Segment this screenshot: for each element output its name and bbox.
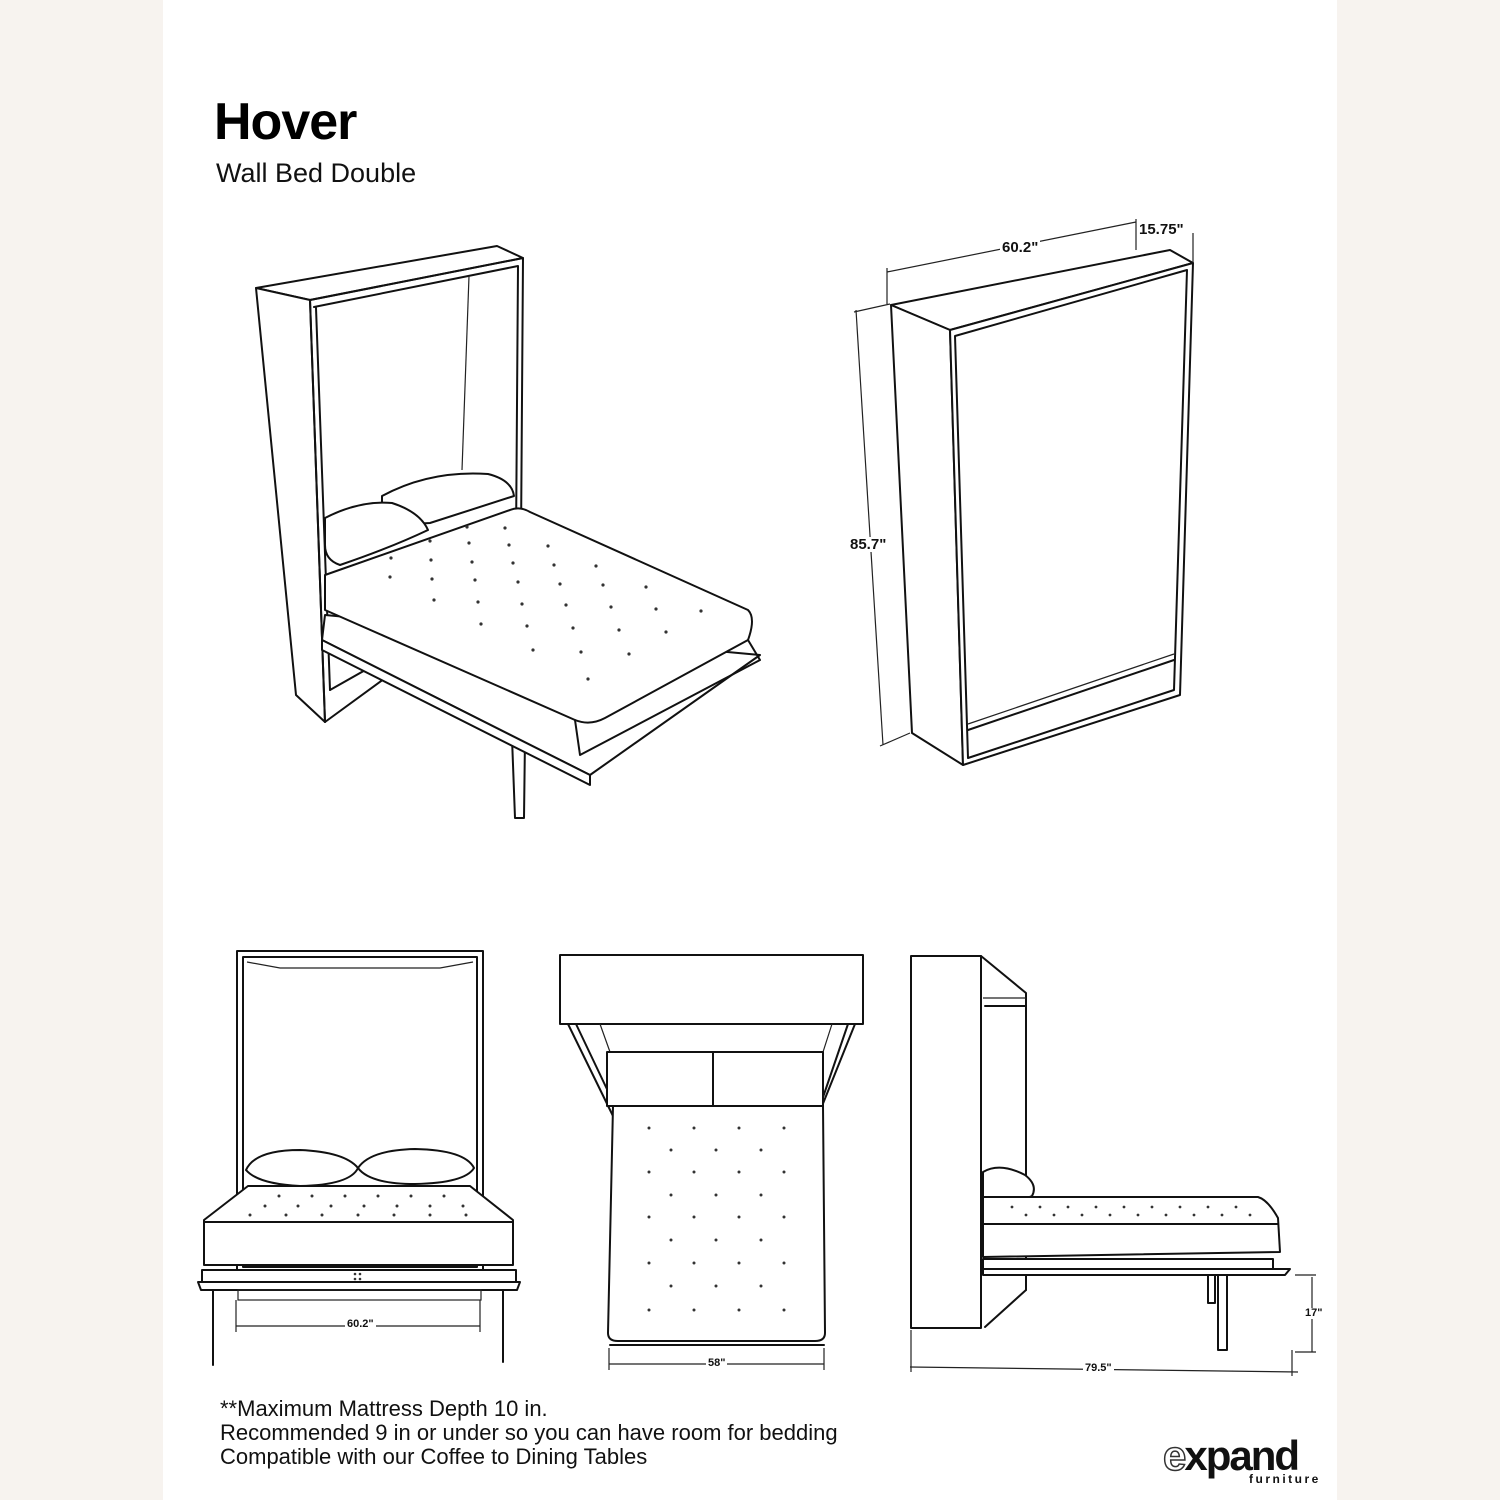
dim-closed-height: 85.7" [848, 536, 889, 553]
note-table-compatibility: Compatible with our Coffee to Dining Tab… [220, 1444, 648, 1469]
logo-brand-text: xpand [1184, 1432, 1300, 1479]
note-max-mattress-depth: **Maximum Mattress Depth 10 in. [220, 1396, 548, 1421]
open-bed-isometric-drawing [255, 245, 761, 819]
note-recommended-depth: Recommended 9 in or under so you can hav… [220, 1420, 838, 1445]
front-view-drawing [197, 950, 521, 1366]
product-subtitle: Wall Bed Double [216, 158, 417, 188]
expand-furniture-logo: expand furniture [1162, 1431, 1323, 1486]
dim-closed-depth: 15.75" [1137, 221, 1186, 238]
logo-e-glyph: e [1162, 1431, 1187, 1480]
logo-wordmark: expand [1162, 1431, 1300, 1480]
dim-top-width: 58" [706, 1357, 728, 1369]
product-title: Hover [214, 93, 357, 151]
logo-tagline: furniture [1249, 1472, 1321, 1486]
closed-cabinet-isometric-drawing [853, 219, 1194, 766]
dim-side-length: 79.5" [1083, 1362, 1114, 1374]
top-view-drawing [559, 954, 864, 1370]
side-view-drawing [909, 955, 1316, 1376]
spec-notes: **Maximum Mattress Depth 10 in. Recommen… [220, 1397, 838, 1469]
dim-front-width: 60.2" [345, 1318, 376, 1330]
dim-side-height: 17" [1303, 1307, 1325, 1319]
dim-closed-width: 60.2" [1000, 239, 1041, 256]
